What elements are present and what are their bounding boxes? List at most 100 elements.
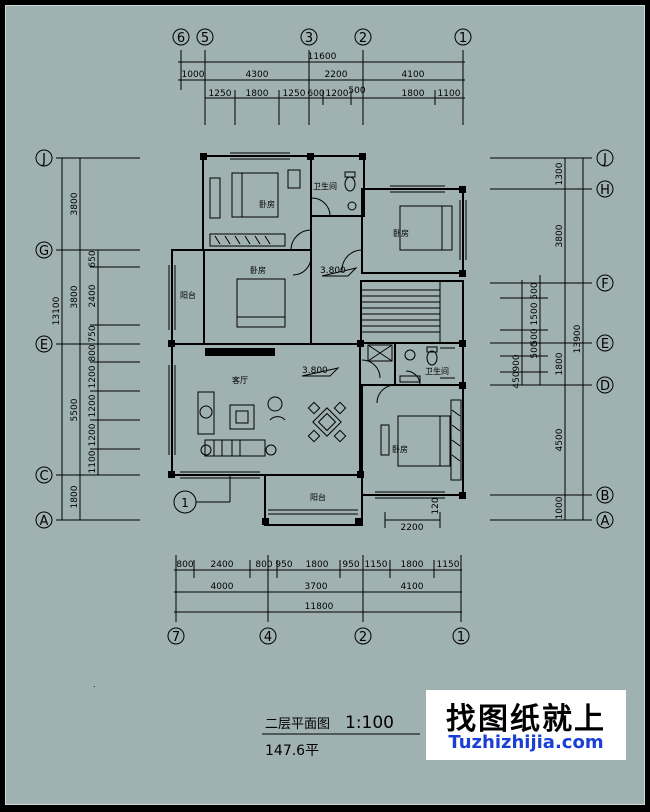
- dim-text: 1800: [555, 352, 565, 375]
- dim-text: 4300: [246, 70, 269, 80]
- room-label: 卧房: [393, 228, 409, 238]
- drawing-scale: 1:100: [345, 713, 394, 733]
- axis-label: A: [40, 514, 49, 529]
- callout-label: 1: [181, 496, 189, 510]
- dim-text: 800: [255, 560, 272, 570]
- axis-bubble: [35, 335, 53, 353]
- axis-label: 1: [459, 31, 467, 46]
- dim-text: 500: [530, 341, 540, 358]
- axis-label: D: [600, 379, 610, 394]
- dim-text: 13100: [52, 296, 62, 325]
- dim-text: 2400: [211, 560, 234, 570]
- dim-text: 3800: [70, 285, 80, 308]
- dim-text: 500: [348, 86, 365, 96]
- walls: [171, 155, 464, 526]
- dim-text: 4100: [401, 582, 424, 592]
- dim-text: 900: [512, 354, 522, 371]
- axis-label: H: [600, 183, 610, 198]
- axis-bubble: [354, 627, 372, 645]
- sink-icon: [404, 349, 416, 361]
- axis-label: 2: [359, 630, 367, 645]
- dim-text: 450: [512, 371, 522, 388]
- dim-text: 1150: [437, 560, 460, 570]
- dim-text: 1100: [438, 89, 461, 99]
- axis-label: E: [40, 338, 48, 353]
- axis-label: G: [39, 244, 49, 259]
- dim-text: 1800: [306, 560, 329, 570]
- dim-text: 1200: [88, 394, 98, 417]
- room-label: 卧房: [250, 265, 266, 275]
- dim-text: 950: [275, 560, 292, 570]
- axis-label: J: [602, 152, 607, 167]
- axis-label: 3: [305, 31, 313, 46]
- axis-bubble: [35, 149, 53, 167]
- dim-text: 950: [342, 560, 359, 570]
- elevation-mark: 3.800: [320, 266, 346, 276]
- dim-text: 650: [88, 250, 98, 267]
- axis-bubble: [35, 466, 53, 484]
- dim-text: 2400: [88, 284, 98, 307]
- dim-text: 2200: [401, 523, 424, 533]
- dim-text: 3800: [555, 224, 565, 247]
- wardrobe: [450, 399, 462, 481]
- room-label: 卫生间: [425, 366, 449, 376]
- watermark-banner: 找图纸就上 Tuzhizhijia.com: [426, 690, 626, 760]
- dim-text: 4100: [402, 70, 425, 80]
- axis-bubble: [35, 511, 53, 529]
- elevation-mark: 3.800: [302, 366, 328, 376]
- dot-mark: .: [93, 680, 96, 689]
- dim-text: 1800: [246, 89, 269, 99]
- dim-text: 13900: [573, 324, 583, 353]
- axis-bubble: [596, 511, 614, 529]
- bed-icon: [399, 205, 453, 251]
- axis-label: C: [39, 469, 48, 484]
- room-label: 阳台: [310, 492, 326, 502]
- dim-text: 1200: [326, 89, 349, 99]
- brand-name: 找图纸就上: [446, 702, 606, 737]
- dim-text: 2200: [325, 70, 348, 80]
- axis-label: F: [601, 277, 608, 292]
- dim-text: 3700: [305, 582, 328, 592]
- dim-text: 500: [530, 328, 540, 345]
- toilet-icon: [426, 350, 438, 366]
- bed-icon: [231, 172, 279, 218]
- axis-bubble: [596, 180, 614, 198]
- dim-text: 800: [176, 560, 193, 570]
- dim-text: 1250: [283, 89, 306, 99]
- dim-text: 1800: [70, 485, 80, 508]
- axis-bubble: [354, 28, 372, 46]
- axis-bubble: [596, 149, 614, 167]
- axis-bubble: [196, 28, 214, 46]
- dim-text: 500: [530, 282, 540, 299]
- dining-set: [307, 401, 347, 443]
- axis-label: 5: [201, 31, 209, 46]
- axis-bubble: [300, 28, 318, 46]
- axis-label: 1: [457, 630, 465, 645]
- axis-label: J: [41, 152, 46, 167]
- dim-text: 1500: [530, 302, 540, 325]
- dim-text: 5500: [70, 398, 80, 421]
- axis-label: 7: [172, 630, 180, 645]
- axis-bubble: [35, 241, 53, 259]
- axis-bubble: [454, 28, 472, 46]
- sofa-set: [197, 391, 286, 457]
- axis-bubble: [596, 376, 614, 394]
- dim-text: 1000: [182, 70, 205, 80]
- room-label: 卧房: [392, 444, 408, 454]
- dim-text: 1800: [401, 560, 424, 570]
- dim-text: 800: [88, 344, 98, 361]
- axis-bubble: [172, 28, 190, 46]
- room-label: 卧房: [259, 199, 275, 209]
- room-label: 卫生间: [313, 181, 337, 191]
- dim-text: 600: [307, 89, 324, 99]
- axis-label: B: [601, 489, 610, 504]
- dim-text: 4500: [555, 428, 565, 451]
- room-label: 客厅: [232, 375, 248, 385]
- dim-text: 1800: [402, 89, 425, 99]
- sink-icon: [347, 201, 357, 211]
- axis-bubble: [596, 334, 614, 352]
- dim-text: 1000: [555, 496, 565, 519]
- dim-text: 750: [88, 325, 98, 342]
- brand-url: Tuzhizhijia.com: [448, 732, 604, 753]
